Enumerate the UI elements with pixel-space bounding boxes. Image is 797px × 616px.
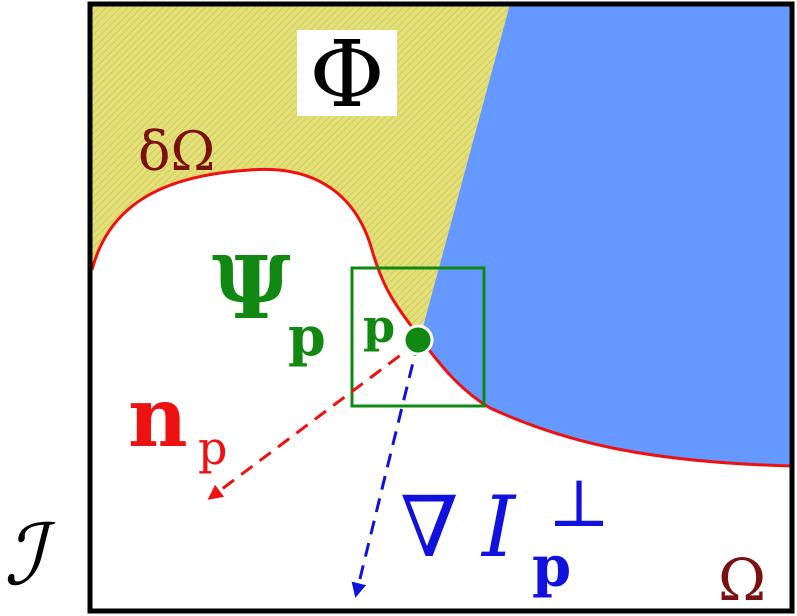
gradient-subscript: p bbox=[532, 534, 571, 600]
gradient-arrow bbox=[351, 341, 420, 598]
image-frame bbox=[87, 1, 795, 614]
omega-label: Ω bbox=[718, 546, 766, 614]
gradient-image-symbol: I bbox=[480, 478, 517, 576]
normal-label: n bbox=[128, 370, 188, 466]
source-region-phi bbox=[90, 4, 510, 338]
patch-psi-p bbox=[350, 266, 486, 408]
phi-label: Φ bbox=[309, 21, 384, 128]
boundary-curve-delta-omega bbox=[90, 167, 792, 468]
point-p bbox=[402, 324, 434, 356]
nabla-symbol: ∇ bbox=[400, 478, 459, 576]
image-symbol: ℐ bbox=[4, 506, 56, 604]
delta-omega-label: δΩ bbox=[138, 120, 215, 183]
normal-subscript: p bbox=[198, 421, 227, 475]
gradient-superscript: ⊥ bbox=[548, 465, 610, 542]
phi-label-box bbox=[297, 30, 397, 116]
blue-region bbox=[420, 4, 792, 466]
psi-subscript: p bbox=[288, 304, 326, 368]
point-p-label: p bbox=[363, 299, 395, 353]
normal-arrow bbox=[207, 340, 419, 500]
psi-label: Ψ bbox=[212, 238, 291, 339]
